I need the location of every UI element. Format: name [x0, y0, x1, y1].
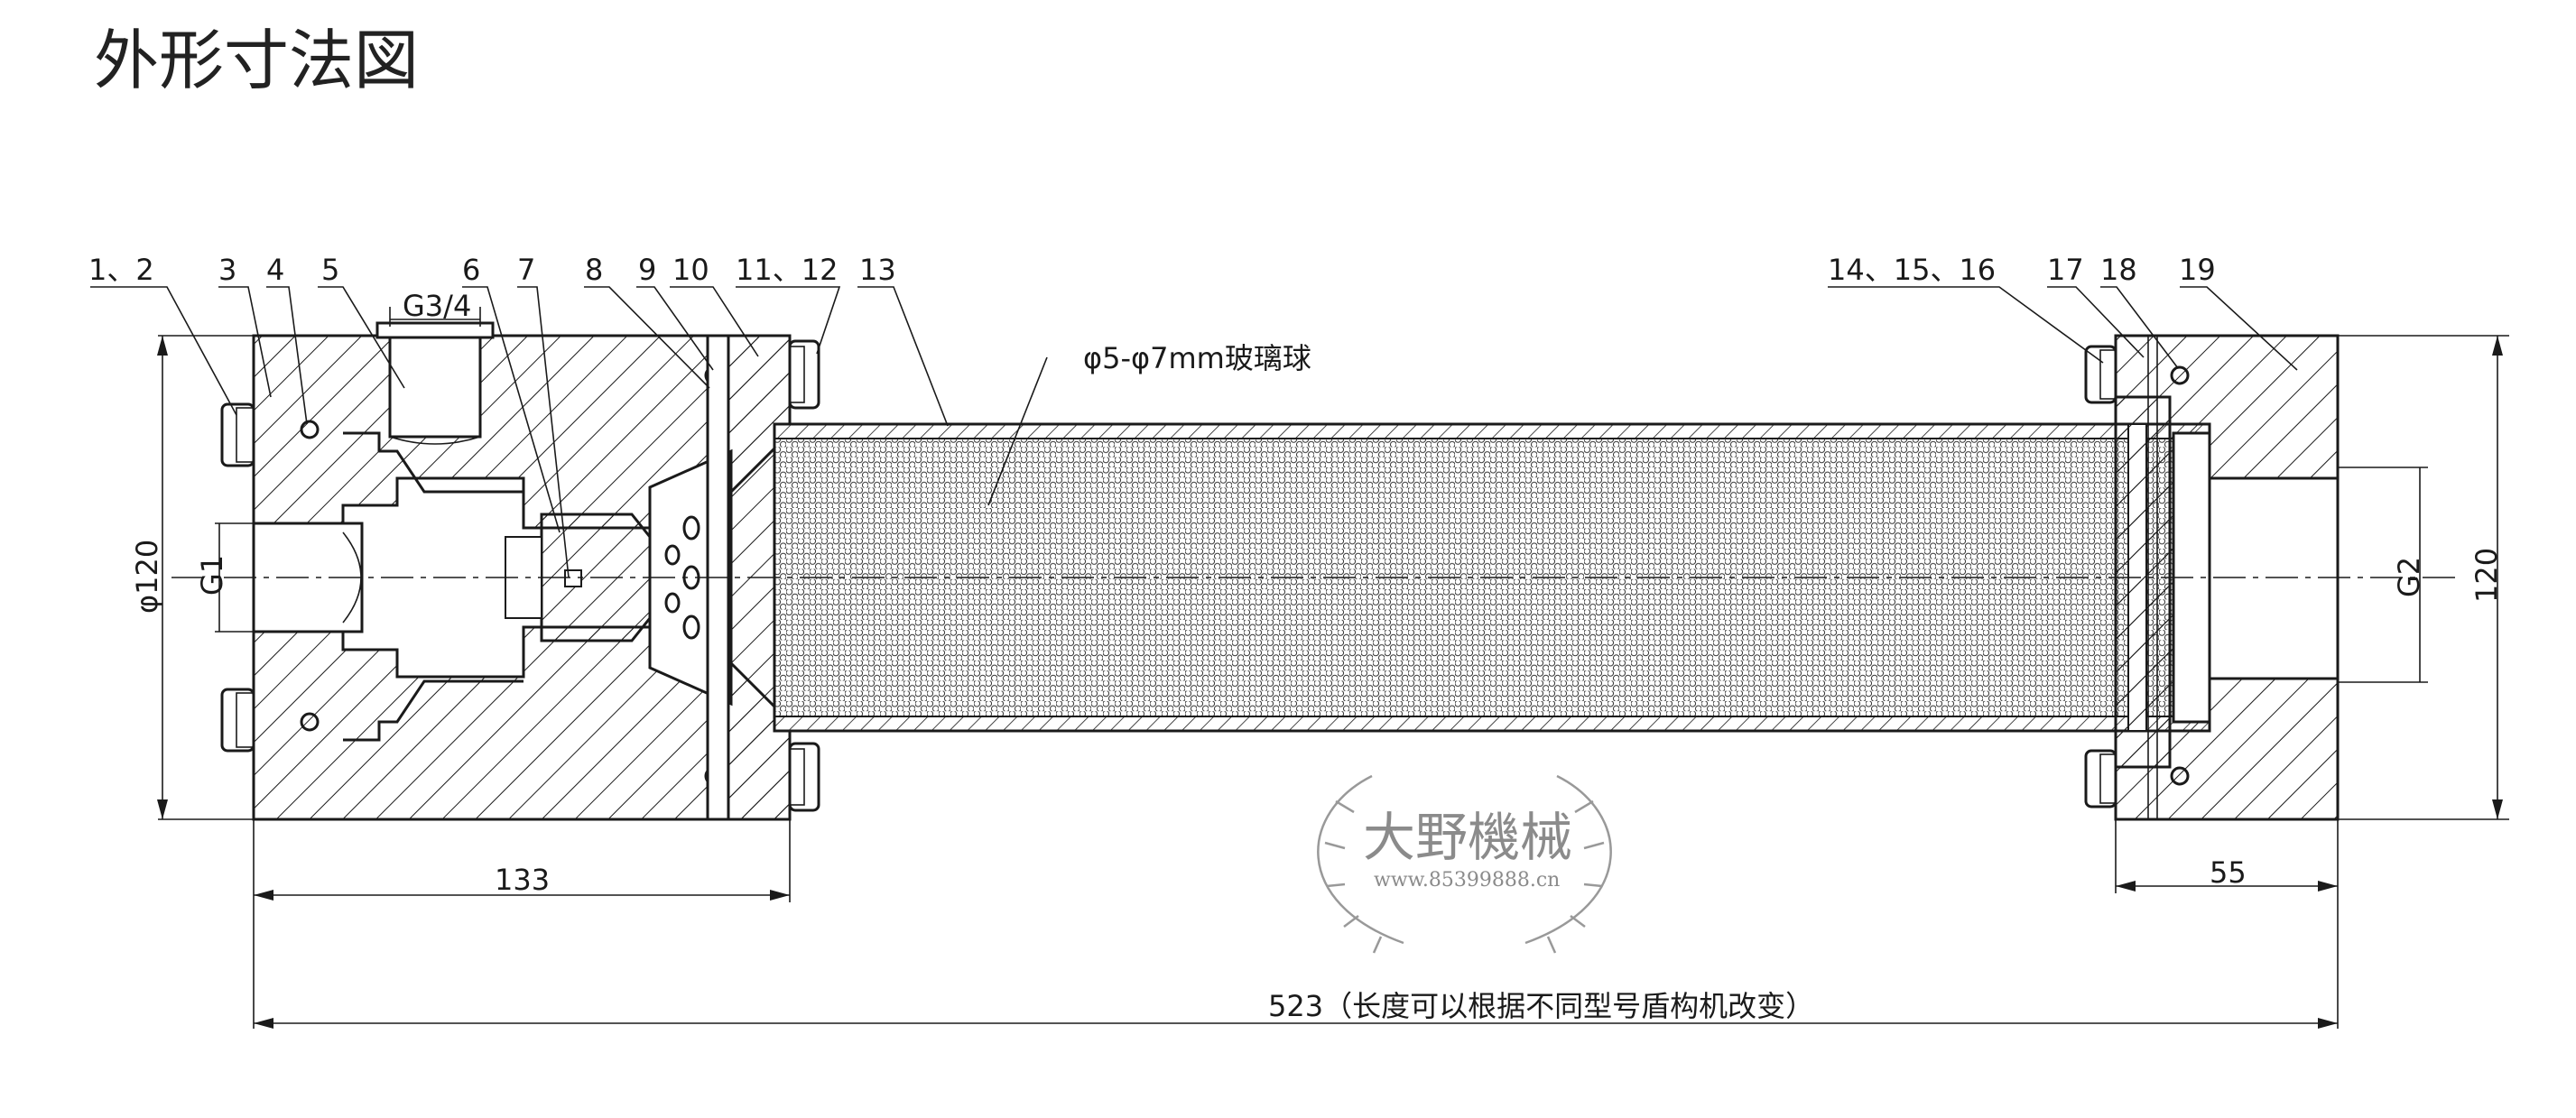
part-label: 3 [218, 253, 236, 287]
height-dimension: 120 [2469, 548, 2504, 603]
part-leaders [90, 286, 2298, 578]
part-number-labels: 1、2 3 4 5 6 7 8 9 10 11、12 13 14、15、16 1… [88, 253, 2216, 287]
left-bolt-upper [220, 402, 255, 467]
glass-bead-label: φ5-φ7mm玻璃球 [1083, 341, 1311, 375]
right-bolt-lower [2084, 749, 2117, 808]
outlet-thread-label: G2 [2392, 557, 2426, 597]
total-length-dimension: 523（长度可以根据不同型号盾构机改变） [1268, 989, 1814, 1023]
part-label: 5 [321, 253, 339, 287]
watermark-url: www.85399888.cn [1374, 869, 1560, 892]
part-label: 7 [517, 253, 535, 287]
inlet-thread-label: G1 [195, 555, 229, 596]
part-label: 1、2 [88, 253, 154, 287]
part-label: 4 [266, 253, 284, 287]
part-label: 6 [462, 253, 480, 287]
diameter-label: φ120 [130, 540, 164, 614]
part-label: 19 [2179, 253, 2216, 287]
part-label: 17 [2047, 253, 2084, 287]
part-label: 10 [672, 253, 709, 287]
part-label: 18 [2100, 253, 2137, 287]
part-label: 9 [638, 253, 656, 287]
right-bolt-upper [2084, 345, 2117, 404]
right-block-dimension: 55 [2210, 855, 2247, 890]
part-label: 13 [859, 253, 896, 287]
laurel-wreath-icon [1317, 774, 1612, 954]
left-block-dimension: 133 [495, 863, 550, 897]
flange-bolt-lower [788, 742, 820, 812]
part-label: 8 [585, 253, 603, 287]
watermark-logo: 大野機械 www.85399888.cn [1317, 774, 1612, 954]
left-bolt-lower [220, 688, 255, 753]
part-label: 11、12 [736, 253, 838, 287]
dimension-lines [157, 307, 2509, 1029]
drawing-title: 外形寸法図 [94, 23, 420, 98]
port-thread-label: G3/4 [403, 289, 471, 323]
watermark-brand: 大野機械 [1363, 807, 1572, 868]
part-label: 14、15、16 [1828, 253, 1996, 287]
flange-bolt-upper [788, 339, 820, 410]
